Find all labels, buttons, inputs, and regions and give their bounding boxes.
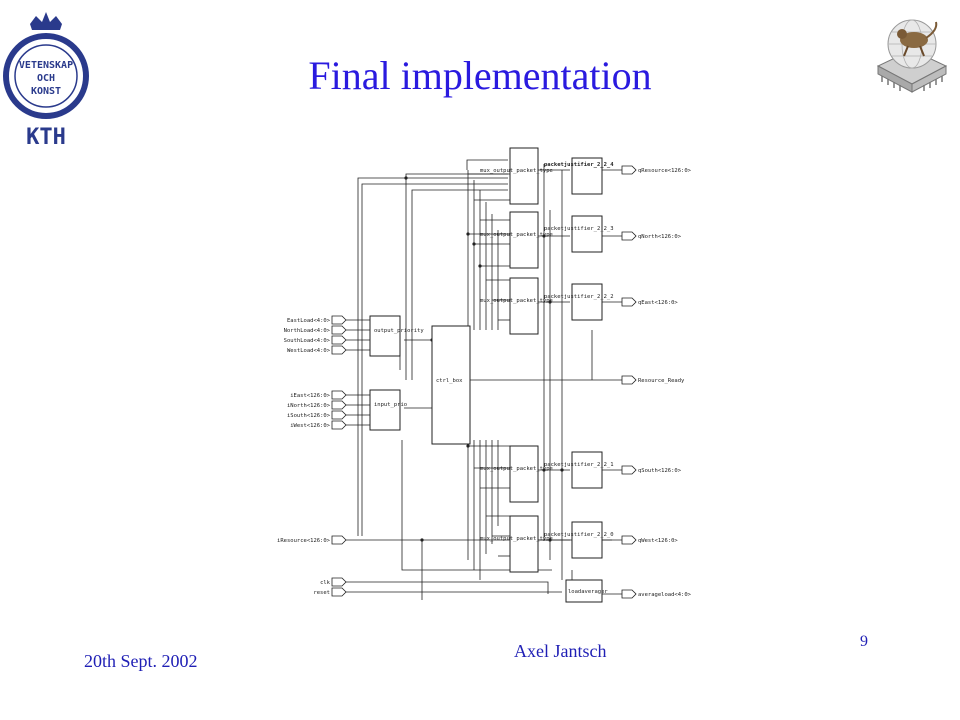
packet-block-1	[571, 215, 603, 253]
slide-title: Final implementation	[308, 53, 652, 98]
kth-logo: VETENSKAP OCH KONST KTH	[3, 12, 89, 148]
input-data-label: iNorth<126:0>	[287, 403, 331, 409]
packet-block-4	[571, 521, 603, 559]
svg-text:KONST: KONST	[31, 86, 61, 97]
input-prio-label: input_prio	[374, 402, 407, 408]
average-load-label: averageload<4:0>	[638, 592, 692, 598]
ctrl-box-label: ctrl_box	[436, 378, 463, 384]
mux-block-3	[509, 445, 539, 503]
mux-label: mux_output_packet_type	[480, 168, 553, 174]
output-label: qSouth<126:0>	[638, 468, 682, 474]
input-load-label: WestLoad<4:0>	[287, 348, 331, 354]
input-resource-label: iResource<126:0>	[277, 538, 331, 544]
input-load-label: EastLoad<4:0>	[287, 318, 331, 324]
author-name: Axel Jantsch	[514, 641, 607, 661]
packet-block-3	[571, 451, 603, 489]
svg-text:OCH: OCH	[37, 73, 55, 84]
mux-block-2	[509, 277, 539, 335]
chip-globe-logo	[876, 19, 948, 93]
packet-label: packetjustifier_2_2_0	[544, 532, 614, 538]
output-priority-label: output_priority	[374, 328, 424, 334]
page-number: 9	[860, 633, 868, 650]
input-load-label: SouthLoad<4:0>	[284, 338, 331, 344]
packet-label: packetjustifier_2_2_2	[544, 294, 614, 300]
mux-label: mux_output_packet_type	[480, 466, 553, 472]
mux-label: mux_output_packet_type	[480, 232, 553, 238]
router-schematic: EastLoad<4:0> NorthLoad<4:0> SouthLoad<4…	[277, 147, 692, 603]
output-label: qNorth<126:0>	[638, 234, 682, 240]
output-label: qResource<126:0>	[638, 168, 692, 174]
input-data-label: iWest<126:0>	[290, 423, 330, 429]
mux-label: mux_output_packet_type	[480, 536, 553, 542]
ctrl-box-block	[431, 325, 471, 445]
kth-text: KTH	[26, 125, 66, 148]
input-data-label: iEast<126:0>	[290, 393, 330, 399]
output-label: qEast<126:0>	[638, 300, 678, 306]
mux-block-4	[509, 515, 539, 573]
input-reset-label: reset	[313, 590, 330, 596]
input-prio-block	[369, 389, 401, 431]
mux-block-1	[509, 211, 539, 269]
presentation-date: 20th Sept. 2002	[84, 651, 198, 671]
mux-block-0	[509, 147, 539, 205]
packet-label: packetjustifier_2_2_4	[544, 161, 614, 168]
mux-label: mux_output_packet_type	[480, 298, 553, 304]
resource-ready-label: Resource_Ready	[638, 378, 685, 384]
output-priority-block	[369, 315, 401, 357]
packet-block-0	[571, 157, 603, 195]
packet-label: packetjustifier_2_2_1	[544, 462, 614, 468]
crown-icon	[30, 12, 62, 30]
packet-label: packetjustifier_2_2_3	[544, 226, 614, 232]
input-data-label: iSouth<126:0>	[287, 413, 331, 419]
loadaverager-label: loadaverager	[568, 589, 608, 595]
input-load-label: NorthLoad<4:0>	[284, 328, 331, 334]
packet-block-2	[571, 283, 603, 321]
svg-text:VETENSKAP: VETENSKAP	[19, 60, 73, 71]
output-label: qWest<126:0>	[638, 538, 678, 544]
loadaverager-block	[565, 579, 603, 603]
input-clk-label: clk	[320, 580, 331, 586]
